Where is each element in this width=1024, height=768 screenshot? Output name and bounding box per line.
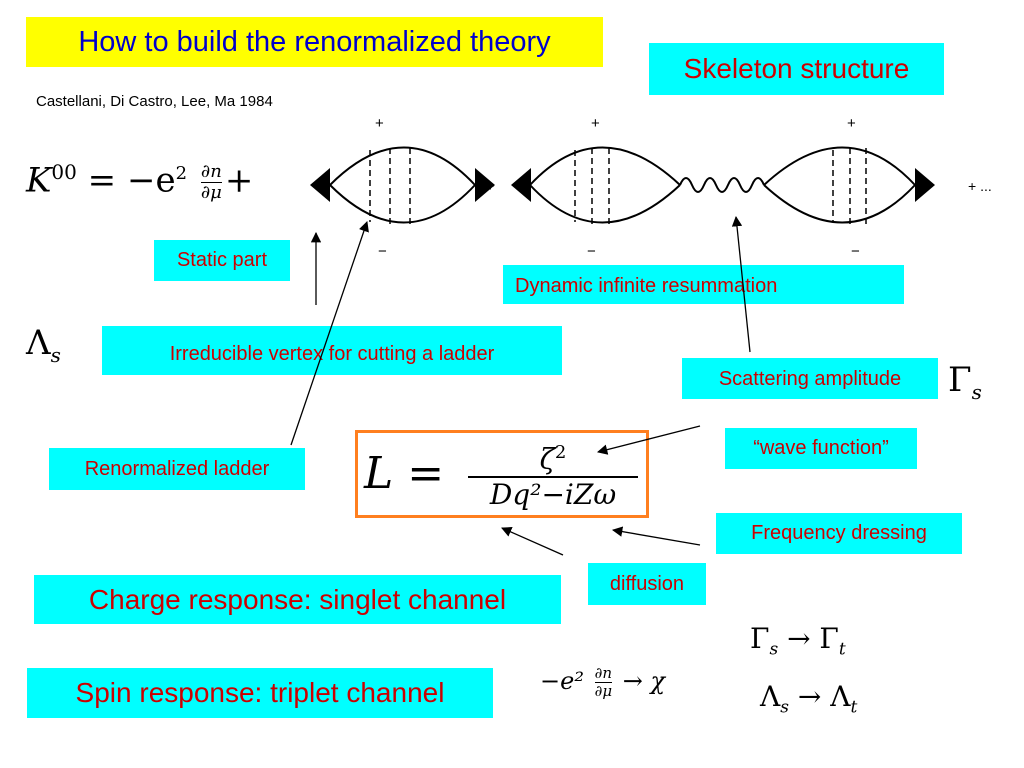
- ladder-fraction-denominator: Dq²−iZω: [489, 478, 617, 512]
- gamma-symbol: Γ: [948, 360, 972, 400]
- left-vertex-triangle: [511, 168, 531, 202]
- charge-response-label: Charge response: singlet channel: [34, 575, 561, 624]
- minus-mark: −: [378, 243, 387, 260]
- plus-mark: +: [375, 115, 384, 132]
- lambda-map-symbol: Λ: [760, 680, 781, 713]
- irreducible-vertex-label: Irreducible vertex for cutting a ladder: [102, 326, 562, 375]
- k00-plus: +: [224, 160, 254, 201]
- arrow-diffusion: [501, 527, 564, 556]
- gamma-mapping: Γs → Γt: [750, 622, 846, 660]
- continuation-mark: + ...: [968, 178, 992, 194]
- reference-citation: Castellani, Di Castro, Lee, Ma 1984: [36, 93, 273, 110]
- spin-response-label: Spin response: triplet channel: [27, 668, 493, 718]
- minus-mark: −: [851, 243, 860, 260]
- bubble-lower-line: [763, 184, 916, 224]
- gamma-subscript: s: [971, 379, 982, 404]
- dn-dmu-fraction: ∂n ∂μ: [200, 160, 222, 203]
- arrow-frequency-dressing: [611, 526, 701, 546]
- right-vertex-triangle: [475, 168, 495, 202]
- gamma-map-symbol: Γ: [750, 622, 770, 655]
- fraction-denominator: ∂μ: [200, 181, 222, 203]
- chi-arrow: → χ: [622, 667, 666, 695]
- gamma-map-s: s: [769, 639, 779, 660]
- k00-equals: = −e: [87, 160, 176, 201]
- bubble-lower-line: [529, 184, 681, 224]
- lambda-map-arrow: → Λ: [788, 680, 851, 713]
- wave-function-label: “wave function”: [725, 428, 917, 469]
- scattering-amplitude-label: Scattering amplitude: [682, 358, 938, 399]
- gamma-map-t: t: [838, 639, 846, 660]
- zeta-symbol: ζ: [539, 442, 555, 476]
- gamma-map-arrow: → Γ: [778, 622, 839, 655]
- left-vertex-triangle: [310, 168, 330, 202]
- ladder-formula-lhs: L =: [364, 448, 445, 499]
- chi-fraction-numerator: ∂n: [594, 664, 613, 683]
- page-title: How to build the renormalized theory: [26, 17, 603, 67]
- plus-mark: +: [847, 115, 856, 132]
- ladder-formula-box: [355, 430, 649, 518]
- lambda-mapping: Λs → Λt: [760, 680, 857, 718]
- bubble-upper-line: [763, 146, 916, 186]
- static-bubble-diagram: [310, 146, 495, 224]
- ladder-formula: L =: [364, 448, 444, 499]
- chi-fraction: ∂n ∂μ: [594, 664, 613, 700]
- fraction-numerator: ∂n: [200, 160, 222, 183]
- plus-mark: +: [591, 115, 600, 132]
- bubble-upper-line: [329, 146, 476, 186]
- skeleton-structure-label: Skeleton structure: [649, 43, 944, 95]
- right-vertex-triangle: [915, 168, 935, 202]
- k00-symbol: K: [26, 160, 52, 201]
- diffusion-label: diffusion: [588, 563, 706, 605]
- lambda-s-symbol: Λs: [26, 323, 61, 367]
- lambda-symbol: Λ: [26, 323, 51, 363]
- k00-equation: K00 = −e2 ∂n ∂μ +: [26, 160, 253, 203]
- static-part-label: Static part: [154, 240, 290, 281]
- skeleton-diagram: [310, 146, 935, 224]
- k00-superscript: 00: [51, 160, 77, 184]
- chi-fraction-denominator: ∂μ: [594, 682, 613, 700]
- interaction-wavy-line: [679, 177, 765, 193]
- ladder-fraction: ζ2 Dq²−iZω: [468, 436, 638, 512]
- lambda-subscript: s: [50, 342, 61, 367]
- bubble-lower-line: [329, 184, 476, 224]
- ladder-fraction-numerator: ζ2: [468, 436, 638, 479]
- gamma-s-symbol: Γs: [948, 360, 982, 404]
- renormalized-ladder-label: Renormalized ladder: [49, 448, 305, 490]
- chi-lhs: −e²: [540, 667, 584, 695]
- lambda-map-s: s: [780, 697, 789, 718]
- lambda-map-t: t: [850, 697, 858, 718]
- minus-mark: −: [587, 243, 596, 260]
- plus-mark: +: [486, 178, 495, 195]
- dynamic-resummation-diagram: [511, 146, 935, 224]
- chi-relation: −e² ∂n ∂μ → χ: [540, 665, 665, 700]
- zeta-superscript: 2: [554, 442, 567, 463]
- dynamic-resummation-label: Dynamic infinite resummation: [503, 265, 904, 304]
- frequency-dressing-label: Frequency dressing: [716, 513, 962, 554]
- k00-e-squared: 2: [175, 163, 188, 184]
- bubble-upper-line: [529, 146, 681, 186]
